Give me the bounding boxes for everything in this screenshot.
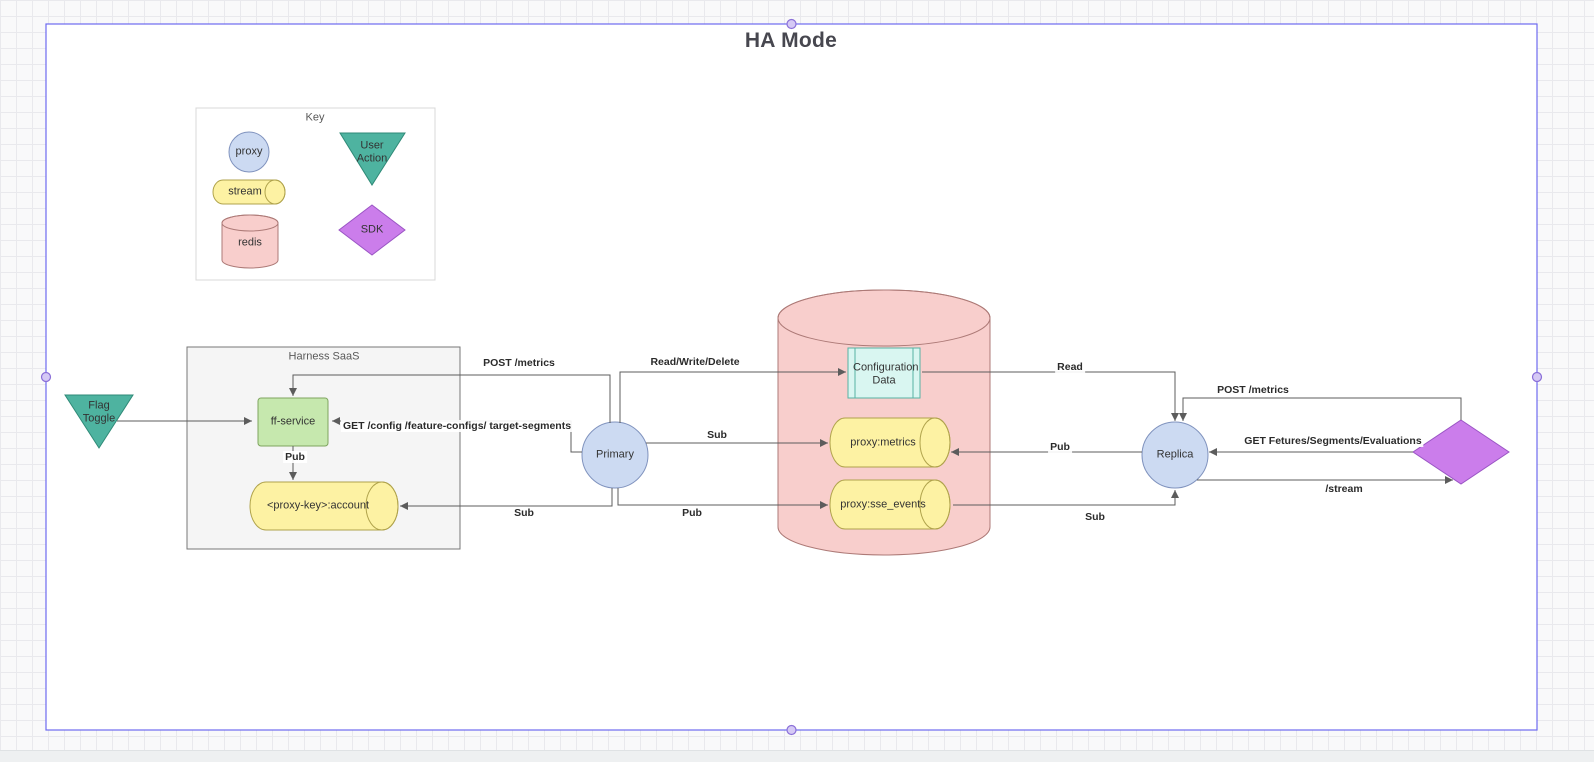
selection-handle-left[interactable] (40, 371, 52, 383)
key-proxy-circle[interactable] (228, 131, 270, 173)
edge-label-sub-metrics: Sub (705, 429, 729, 441)
key-stream-cylinder-cap (264, 179, 286, 205)
selection-handle-top[interactable] (786, 18, 797, 30)
edge-label-read-replica: Read (1055, 361, 1085, 373)
sse-stream-label: proxy:sse_events (840, 498, 926, 511)
ff-service-label: ff-service (270, 415, 316, 428)
selection-handle-bottom[interactable] (786, 724, 797, 736)
edge-post-metrics-left[interactable] (289, 374, 611, 423)
edge-label-read-write-delete: Read/Write/Delete (648, 356, 742, 368)
config-data-node[interactable] (847, 347, 921, 399)
edge-label-post-metrics-right: POST /metrics (1215, 384, 1291, 396)
key-redis-label: redis (238, 236, 262, 249)
key-legend-title: Key (305, 111, 325, 124)
edge-label-get-features: GET Fetures/Segments/Evaluations (1242, 435, 1424, 447)
edge-read-config-replica[interactable] (922, 371, 1179, 421)
sdk-diamond-right[interactable] (1412, 419, 1510, 485)
edge-label-stream: /stream (1323, 483, 1365, 495)
account-stream-label: <proxy-key>:account (266, 499, 370, 512)
horizontal-scrollbar[interactable] (0, 750, 1594, 762)
edge-sub-sse-replica[interactable] (953, 490, 1179, 506)
key-stream-label: stream (228, 185, 262, 198)
edge-label-pub-ffservice: Pub (283, 451, 307, 463)
edge-label-get-config: GET /config /feature-configs/ target-seg… (340, 420, 574, 432)
edge-label-sub-sse-replica: Sub (1083, 511, 1107, 523)
account-stream-cylinder-cap (365, 481, 399, 531)
replica-node[interactable] (1141, 421, 1209, 489)
metrics-stream-cylinder-cap (919, 417, 951, 468)
key-sdk-label: SDK (360, 223, 384, 236)
key-proxy-label: proxy (235, 145, 263, 158)
flag-toggle-triangle[interactable] (64, 394, 134, 449)
edge-post-metrics-sdk[interactable] (1179, 397, 1462, 421)
edge-label-sub-account: Sub (512, 507, 536, 519)
key-user-action-label: User Action (356, 139, 388, 164)
edge-label-post-metrics-left: POST /metrics (481, 357, 557, 369)
diagram-title: HA Mode (744, 29, 838, 52)
key-sdk-diamond[interactable] (338, 204, 406, 256)
key-redis-cylinder-cap (221, 214, 279, 232)
config-data-label: Configuration Data (853, 361, 919, 386)
harness-saas-label: Harness SaaS (288, 350, 360, 363)
edge-read-write-delete[interactable] (619, 368, 846, 423)
edge-pub-sse-primary[interactable] (617, 488, 828, 509)
sse-stream-cylinder-cap (919, 479, 951, 530)
primary-node[interactable] (581, 421, 649, 489)
key-user-action-triangle[interactable] (339, 132, 406, 186)
edge-label-pub-metrics-replica: Pub (1048, 441, 1072, 453)
edge-sub-account-primary[interactable] (400, 488, 613, 510)
metrics-stream-label: proxy:metrics (850, 436, 916, 449)
flag-toggle-label: Flag Toggle (82, 399, 116, 424)
primary-label: Primary (596, 448, 634, 461)
replica-label: Replica (1156, 448, 1194, 461)
selection-handle-right[interactable] (1531, 371, 1543, 383)
redis-main-cylinder-cap (777, 289, 991, 347)
edge-label-pub-sse: Pub (680, 507, 704, 519)
